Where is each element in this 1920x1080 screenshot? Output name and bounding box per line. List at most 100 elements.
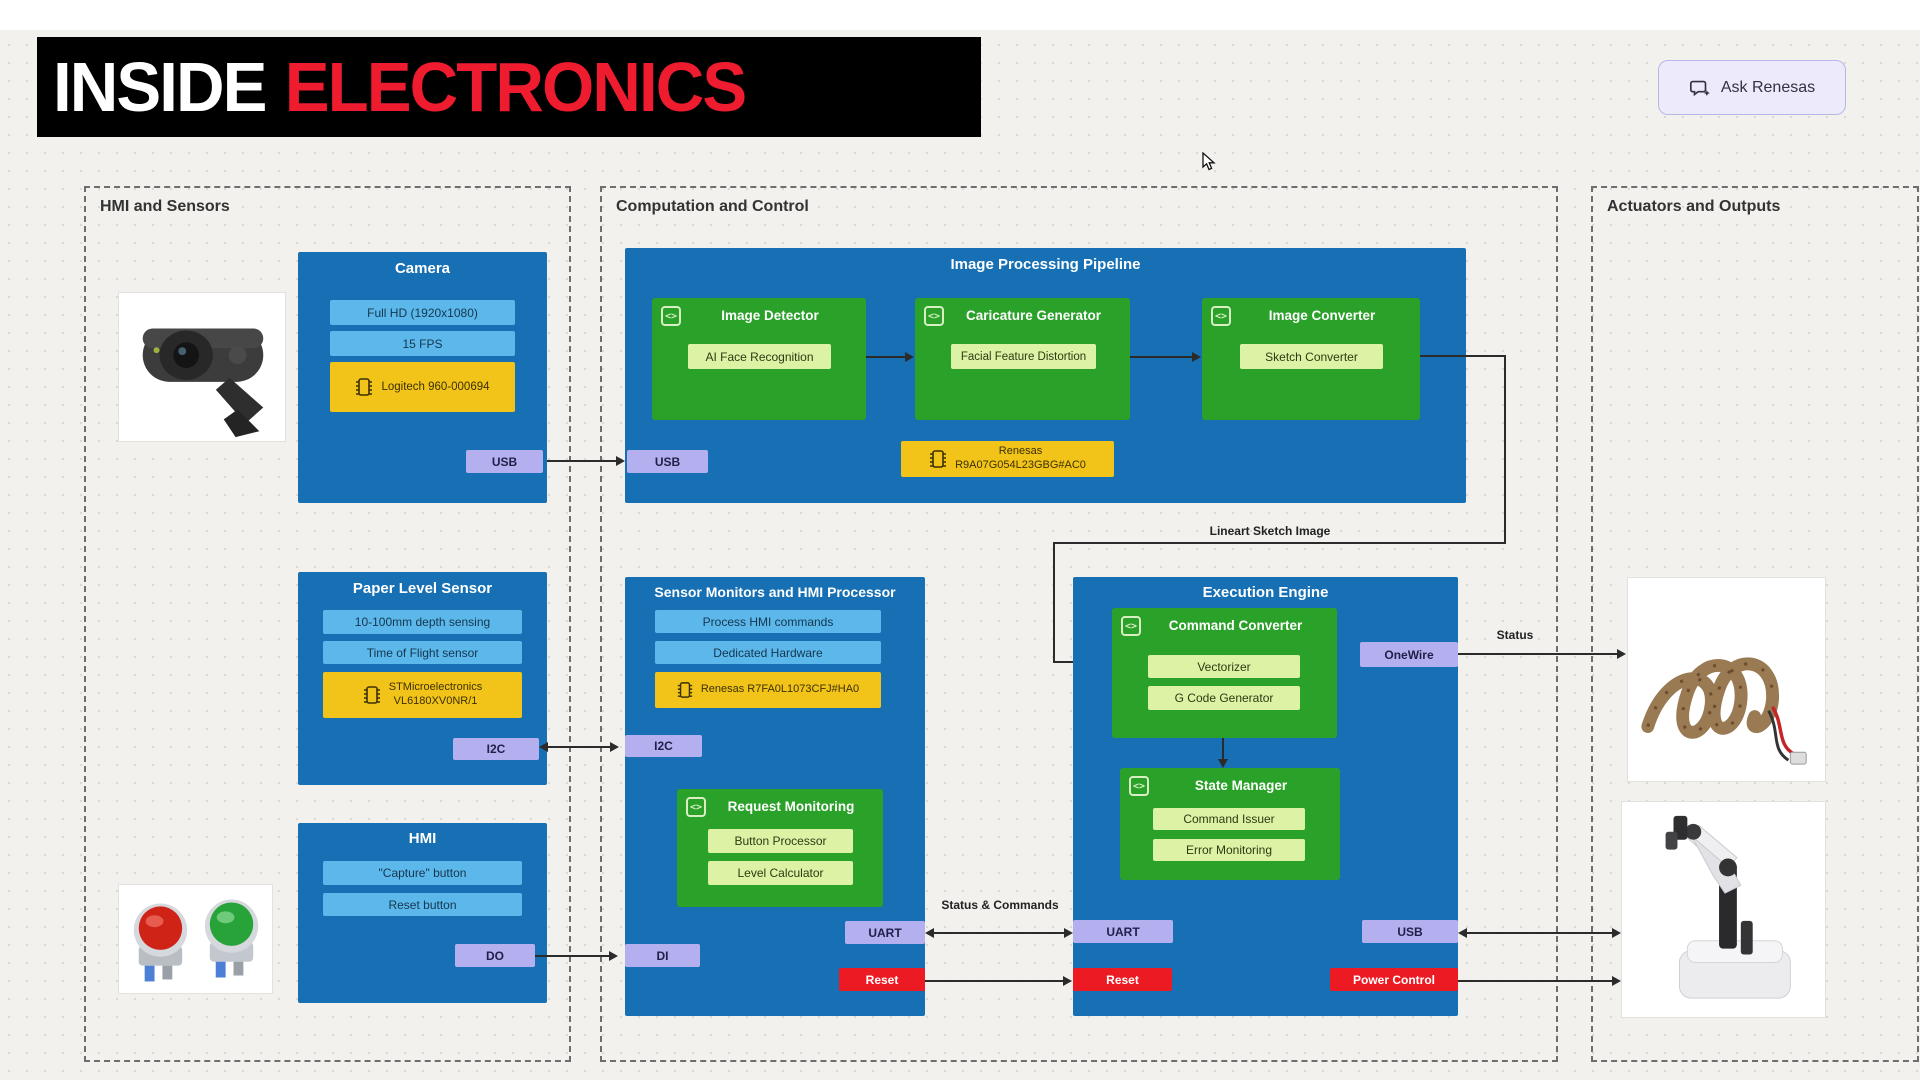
section-computation-and-control: Computation and Control — [600, 186, 1558, 1062]
title-word-inside: INSIDE — [53, 48, 267, 126]
ask-renesas-button[interactable]: Ask Renesas — [1658, 60, 1846, 115]
camera-block[interactable]: Camera Full HD (1920x1080) 15 FPS Logite… — [298, 252, 547, 503]
camera-title: Camera — [394, 260, 451, 277]
execution-engine-title: Execution Engine — [1202, 584, 1329, 601]
caricature-generator-title: Caricature Generator — [965, 308, 1102, 323]
paper-sensor-chip-text: STMicroelectronics VL6180XV0NR/1 — [389, 681, 483, 709]
pipeline-chip-part: R9A07G054L23GBG#AC0 — [955, 459, 1086, 471]
sensor-monitors-uart-port: UART — [845, 921, 925, 944]
pipeline-title: Image Processing Pipeline — [950, 256, 1141, 273]
pipeline-chip-text: Renesas R9A07G054L23GBG#AC0 — [955, 445, 1086, 473]
image-converter-block[interactable]: <> Image Converter Sketch Converter — [1202, 298, 1420, 420]
sensor-monitors-i2c-port: I2C — [625, 735, 702, 757]
camera-part-number[interactable]: Logitech 960-000694 — [330, 362, 515, 412]
sensor-monitors-di-port: DI — [625, 944, 700, 967]
webcam-photo — [118, 292, 286, 442]
section-actuators-and-outputs: Actuators and Outputs — [1591, 186, 1919, 1062]
paper-sensor-chip-vendor: STMicroelectronics — [388, 681, 483, 694]
robot-arm-photo — [1621, 801, 1826, 1018]
caricature-generator-block[interactable]: <> Caricature Generator Facial Feature D… — [915, 298, 1130, 420]
execution-reset-port: Reset — [1073, 968, 1172, 991]
sensor-monitors-block[interactable]: Sensor Monitors and HMI Processor Proces… — [625, 577, 925, 1016]
section-title-computation-and-control: Computation and Control — [616, 198, 809, 215]
arrowhead — [1612, 928, 1621, 938]
hmi-block[interactable]: HMI "Capture" button Reset button DO — [298, 823, 547, 1003]
sensor-monitors-reset-port: Reset — [839, 968, 925, 991]
status-commands-label: Status & Commands — [941, 898, 1059, 912]
do-di-connection-line — [535, 955, 610, 957]
sketch-converter-item: Sketch Converter — [1240, 344, 1383, 369]
title-word-electronics: ELECTRONICS — [284, 48, 747, 126]
reset-connection-line — [925, 980, 1064, 982]
code-icon: <> — [686, 797, 706, 817]
execution-onewire-port: OneWire — [1360, 642, 1458, 667]
i2c-connection-line — [547, 746, 611, 748]
page-title: INSIDE ELECTRONICS — [37, 37, 981, 137]
hmi-do-port: DO — [455, 944, 535, 967]
arrowhead — [610, 742, 619, 752]
gcode-generator-item: G Code Generator — [1148, 686, 1300, 710]
chat-sparkle-icon — [1689, 77, 1711, 99]
pipeline-usb-port: USB — [627, 450, 708, 473]
paper-sensor-chip-part: VL6180XV0NR/1 — [393, 695, 478, 707]
camera-spec-fps: 15 FPS — [330, 331, 515, 356]
internal-connection-line — [1222, 738, 1224, 760]
sensor-monitors-chip-text: Renesas R7FA0L1073CFJ#HA0 — [700, 683, 860, 696]
execution-power-control-port: Power Control — [1330, 968, 1458, 991]
ai-face-recognition-item: AI Face Recognition — [688, 344, 831, 369]
hmi-title: HMI — [408, 830, 437, 847]
arrowhead — [1612, 976, 1621, 986]
lineart-path-segment — [1053, 542, 1506, 544]
code-icon: <> — [661, 306, 681, 326]
image-detector-block[interactable]: <> Image Detector AI Face Recognition — [652, 298, 866, 420]
top-white-strip — [0, 0, 1920, 30]
state-manager-block[interactable]: <> State Manager Command Issuer Error Mo… — [1120, 768, 1340, 880]
pipeline-part-number[interactable]: Renesas R9A07G054L23GBG#AC0 — [901, 441, 1114, 477]
chip-icon — [363, 683, 381, 707]
arrowhead — [1063, 976, 1072, 986]
image-processing-pipeline-block[interactable]: Image Processing Pipeline <> Image Detec… — [625, 248, 1466, 503]
execution-usb-port: USB — [1362, 920, 1458, 943]
chip-icon — [929, 447, 947, 471]
usb-connection-line — [1466, 932, 1613, 934]
arrowhead — [539, 742, 548, 752]
code-icon: <> — [924, 306, 944, 326]
stage-connection-line — [866, 356, 906, 358]
chip-icon — [355, 376, 373, 398]
sensor-monitors-title: Sensor Monitors and HMI Processor — [654, 584, 896, 600]
vectorizer-item: Vectorizer — [1148, 655, 1300, 678]
command-converter-title: Command Converter — [1168, 618, 1303, 633]
usb-connection-line — [547, 460, 617, 462]
reset-button-row: Reset button — [323, 893, 522, 916]
paper-level-sensor-title: Paper Level Sensor — [352, 580, 493, 597]
lineart-sketch-image-label: Lineart Sketch Image — [1209, 524, 1331, 538]
paper-level-sensor-block[interactable]: Paper Level Sensor 10-100mm depth sensin… — [298, 572, 547, 785]
button-processor-item: Button Processor — [708, 829, 853, 853]
code-icon: <> — [1129, 776, 1149, 796]
paper-sensor-part-number[interactable]: STMicroelectronics VL6180XV0NR/1 — [323, 672, 522, 718]
execution-uart-port: UART — [1073, 920, 1173, 943]
command-converter-block[interactable]: <> Command Converter Vectorizer G Code G… — [1112, 608, 1337, 738]
lineart-path-segment — [1053, 542, 1055, 663]
sensor-monitors-part-number[interactable]: Renesas R7FA0L1073CFJ#HA0 — [655, 672, 881, 708]
ask-renesas-label: Ask Renesas — [1720, 78, 1816, 96]
power-control-line — [1458, 980, 1613, 982]
image-detector-title: Image Detector — [721, 308, 819, 323]
request-monitoring-block[interactable]: <> Request Monitoring Button Processor L… — [677, 789, 883, 907]
execution-engine-block[interactable]: Execution Engine <> Command Converter Ve… — [1073, 577, 1458, 1016]
arrowhead — [925, 928, 934, 938]
state-manager-title: State Manager — [1194, 778, 1288, 793]
camera-spec-resolution: Full HD (1920x1080) — [330, 300, 515, 325]
stage-connection-line — [1130, 356, 1193, 358]
arrowhead — [609, 951, 618, 961]
camera-usb-port: USB — [466, 450, 543, 473]
uart-connection-line — [933, 932, 1065, 934]
arrowhead — [1458, 928, 1467, 938]
pushbuttons-photo — [118, 884, 273, 994]
command-issuer-item: Command Issuer — [1153, 808, 1305, 830]
section-title-actuators-and-outputs: Actuators and Outputs — [1607, 198, 1781, 215]
mouse-cursor — [1202, 151, 1218, 177]
arrowhead — [905, 352, 914, 362]
code-icon: <> — [1211, 306, 1231, 326]
arrowhead — [1218, 759, 1228, 768]
